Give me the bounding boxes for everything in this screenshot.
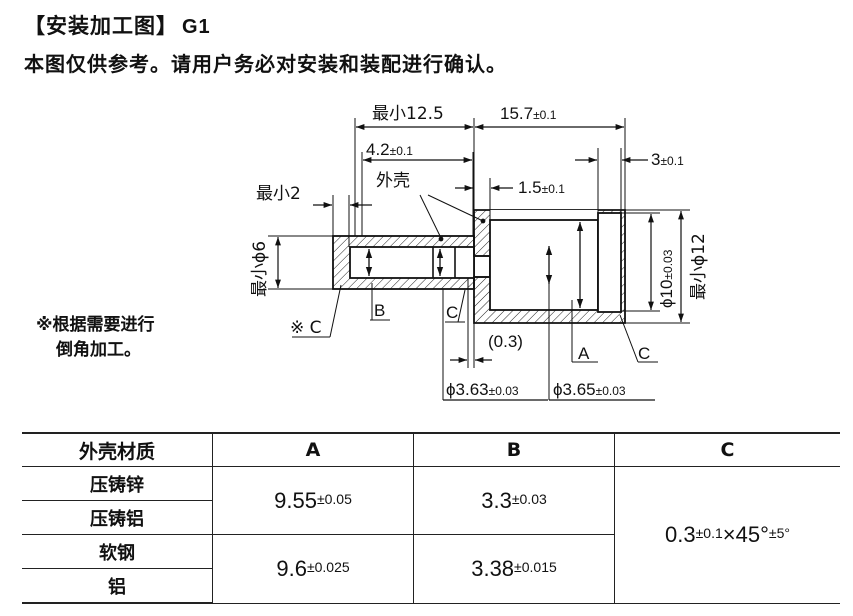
dim-phi3-63: ϕ3.63±0.03 (446, 380, 519, 399)
chamfer-note-line1: ※根据需要进行 (36, 315, 155, 335)
label-c-note: ※ C (290, 318, 322, 338)
label-c-left: C (446, 303, 458, 322)
header-b: B (413, 432, 615, 467)
header-a: A (212, 432, 414, 467)
label-shell: 外壳 (376, 171, 410, 191)
dim-0-3: (0.3) (488, 332, 523, 351)
shell-left-section (332, 235, 475, 290)
extension-lines (268, 118, 690, 400)
material-cell: 压铸铝 (22, 500, 213, 535)
header-c: C (614, 432, 840, 467)
label-a: A (578, 344, 590, 363)
dim-phi10: ϕ10±0.03 (657, 249, 676, 308)
table-row: 压铸铝 (22, 500, 840, 535)
material-cell: 铝 (22, 568, 213, 604)
leader-lines (292, 194, 658, 363)
chamfer-note-line2: 倒角加工。 (56, 340, 141, 360)
table-row: 铝 (22, 568, 840, 604)
dim-min-phi12: 最小ϕ12 (689, 233, 709, 300)
material-cell: 软钢 (22, 534, 213, 569)
insert-part (432, 247, 490, 278)
spec-table: 外壳材质 A B C 压铸锌 9.55±0.05 3.3±0.03 0.3±0.… (22, 432, 840, 604)
dim-min-phi6: 最小ϕ6 (250, 241, 270, 297)
internal-dim-arrows (365, 222, 584, 308)
shell-point-left (438, 236, 444, 242)
value-b-group1: 3.3±0.03 (413, 466, 615, 535)
table-row: 软钢 9.6±0.025 3.38±0.015 (22, 534, 840, 604)
label-b: B (374, 301, 385, 320)
label-c-right: C (638, 344, 650, 363)
dim-15-7: 15.7±0.1 (500, 104, 557, 123)
dim-min-12-5: 最小12.5 (372, 104, 444, 124)
dim-phi3-65: ϕ3.65±0.03 (553, 380, 626, 399)
title-code: G1 (182, 16, 211, 38)
installation-drawing: 最小12.5 15.7±0.1 4.2±0.1 3±0.1 外壳 1.5±0.1… (250, 104, 709, 401)
title-text: 【安装加工图】 (24, 14, 178, 38)
dim-3: 3±0.1 (651, 150, 684, 169)
value-a-group1: 9.55±0.05 (212, 466, 414, 535)
table-row: 压铸锌 9.55±0.05 3.3±0.03 0.3±0.1×45°±5° (22, 466, 840, 604)
header-material: 外壳材质 (22, 432, 213, 467)
value-a-group2: 9.6±0.025 (212, 534, 414, 604)
dim-4-2: 4.2±0.1 (366, 140, 413, 159)
chamfer-note: ※根据需要进行 倒角加工。 (36, 313, 155, 363)
dimension-lines (275, 124, 684, 401)
page-subtitle: 本图仅供参考。请用户务必对安装和装配进行确认。 (24, 52, 507, 76)
dim-1-5: 1.5±0.1 (518, 178, 565, 197)
table-header-row: 外壳材质 A B C (22, 432, 840, 467)
material-cell: 压铸锌 (22, 466, 213, 501)
value-c: 0.3±0.1×45°±5° (614, 466, 840, 604)
page-title: 【安装加工图】G1 (24, 10, 211, 40)
value-b-group2: 3.38±0.015 (413, 534, 615, 604)
dim-min-2: 最小2 (256, 184, 301, 204)
